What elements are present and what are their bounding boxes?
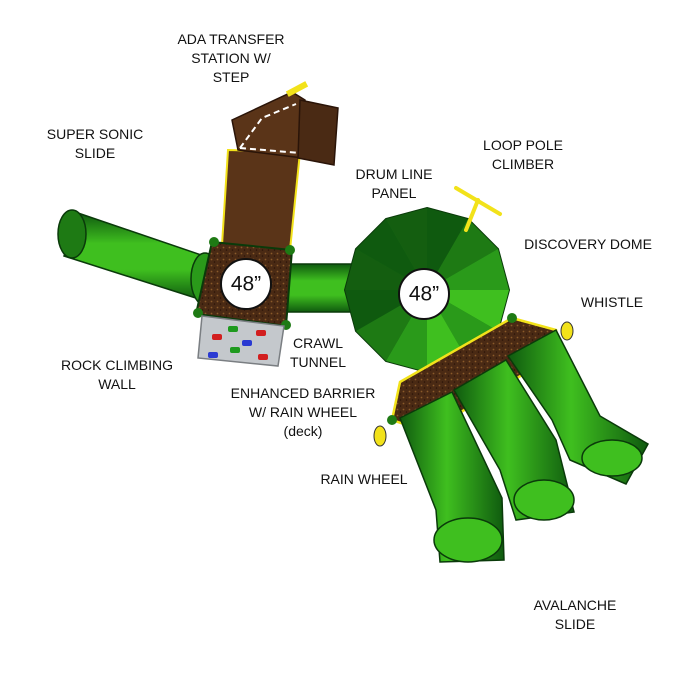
label-enhanced-barrier: ENHANCED BARRIER W/ RAIN WHEEL (deck): [230, 385, 376, 439]
whistle: [560, 321, 574, 341]
label-loop-pole-climber: LOOP POLE CLIMBER: [483, 137, 563, 172]
dome-deck-height-badge: 48”: [398, 268, 450, 320]
label-avalanche-slide: AVALANCHE SLIDE: [533, 597, 617, 632]
rock-climbing-wall: [197, 315, 285, 367]
left-deck-height: 48”: [231, 273, 261, 296]
rain-wheel: [373, 425, 387, 447]
label-whistle: WHISTLE: [580, 294, 644, 310]
label-crawl-tunnel: CRAWL TUNNEL: [289, 335, 347, 370]
dome-deck-height: 48”: [409, 283, 439, 306]
label-rain-wheel: RAIN WHEEL: [320, 471, 408, 487]
label-discovery-dome: DISCOVERY DOME: [524, 236, 652, 252]
super-sonic-slide: [57, 209, 220, 306]
label-ada-transfer: ADA TRANSFER STATION W/ STEP: [177, 31, 285, 85]
ada-transfer-station: [220, 81, 339, 252]
label-super-sonic-slide: SUPER SONIC SLIDE: [46, 126, 144, 161]
label-drum-line-panel: DRUM LINE PANEL: [355, 166, 433, 201]
loop-pole-climber: [454, 186, 502, 232]
left-deck-height-badge: 48”: [220, 258, 272, 310]
avalanche-slide: [399, 328, 650, 563]
label-rock-climbing-wall: ROCK CLIMBING WALL: [60, 357, 174, 392]
